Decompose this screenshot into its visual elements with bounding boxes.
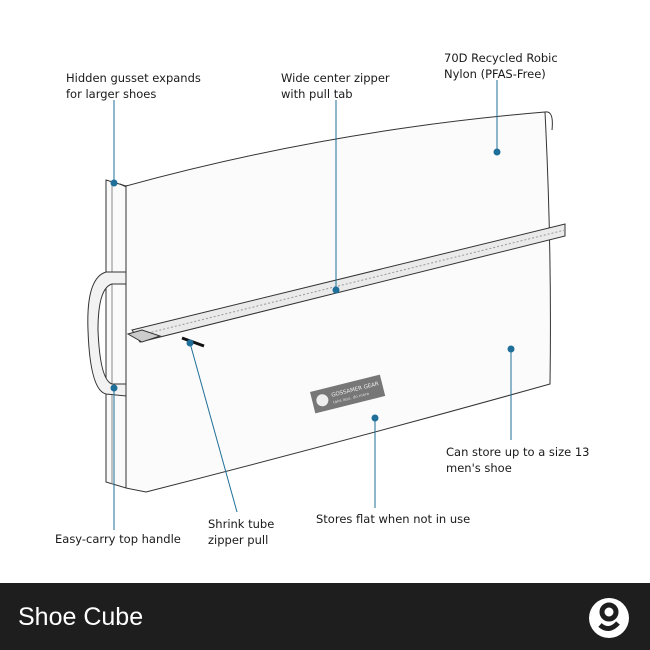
callout-dot-size <box>507 345 515 353</box>
callout-handle: Easy-carry top handle <box>55 532 181 546</box>
callout-flat: Stores flat when not in use <box>316 512 471 526</box>
callout-dot-fabric <box>493 148 501 156</box>
callout-dot-gusset <box>110 179 118 187</box>
callout-dot-handle <box>110 384 118 392</box>
front-panel <box>125 111 551 493</box>
gossamer-gear-logo-icon <box>589 598 629 638</box>
callout-dot-pull <box>186 339 194 347</box>
callout-dot-flat <box>371 414 379 422</box>
brand-tag: GOSSAMER GEAR take less. do more <box>310 374 386 414</box>
product-title: Shoe Cube <box>18 603 144 631</box>
side-gusset <box>105 179 127 489</box>
zipper-pull <box>126 329 162 343</box>
shoe-cube-illustration: GOSSAMER GEAR take less. do more <box>87 80 566 530</box>
footer-bar: Shoe Cube <box>0 583 650 650</box>
callout-dot-zipper <box>332 286 340 294</box>
